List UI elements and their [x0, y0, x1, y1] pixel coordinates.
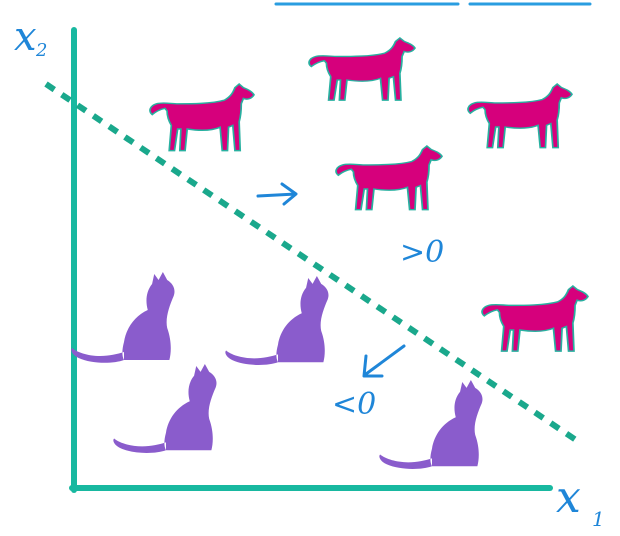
dog-2 [308, 37, 416, 102]
x-axis-label-subscript: 1 [592, 507, 605, 531]
cat-4 [379, 380, 483, 469]
positive-side-label: >0 [400, 235, 444, 270]
dog-1 [149, 83, 255, 152]
cat-2 [225, 276, 329, 365]
dogs [149, 37, 589, 352]
y-axis-label-subscript: 2 [35, 40, 47, 61]
y-axis-label: x 2 [14, 14, 47, 61]
positive-arrow-icon [256, 182, 298, 206]
negative-arrow-icon [362, 344, 406, 378]
dog-5 [481, 285, 589, 352]
y-axis-label-main: x [14, 14, 37, 60]
cat-1 [71, 272, 175, 363]
axes [69, 27, 553, 493]
x-axis-label-main: x [556, 472, 581, 523]
annotations [256, 182, 406, 378]
cats [71, 272, 483, 469]
dog-4 [335, 145, 443, 211]
dog-3 [467, 83, 573, 149]
x-axis-label: x 1 [556, 472, 605, 531]
negative-side-label: <0 [332, 387, 376, 422]
cat-3 [113, 364, 217, 453]
decision-boundary [44, 81, 578, 443]
